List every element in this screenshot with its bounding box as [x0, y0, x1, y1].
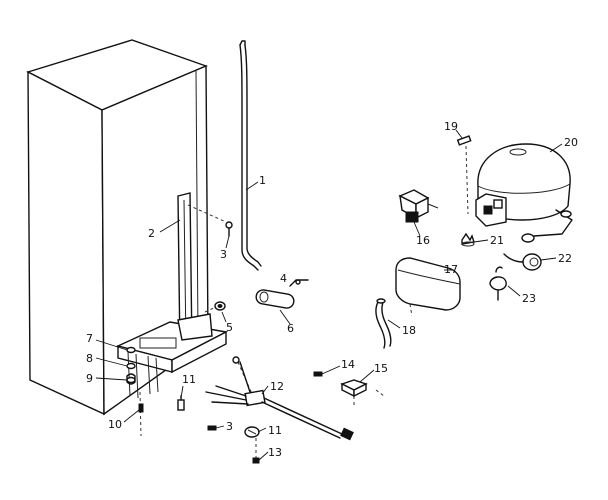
label-23: 23 — [522, 292, 536, 305]
leader-lines — [95, 129, 563, 461]
screw-bottom-part — [138, 403, 144, 413]
overload-relay-part — [398, 189, 439, 223]
thermostat-part — [503, 253, 542, 271]
label-6: 6 — [287, 322, 294, 335]
mount-grommet-part — [461, 232, 475, 247]
label-19: 19 — [444, 120, 458, 133]
screw-lower-part — [252, 438, 260, 464]
label-17: 17 — [444, 263, 458, 276]
label-4: 4 — [280, 272, 287, 285]
screw-small-part — [313, 371, 323, 377]
clip-right-part — [244, 426, 260, 438]
label-3-lower: 3 — [226, 420, 233, 433]
valve-part — [489, 266, 507, 301]
label-10: 10 — [108, 418, 122, 431]
label-11-right: 11 — [268, 424, 282, 437]
bracket-clip-part — [456, 135, 472, 215]
screw-bottom-guide — [139, 391, 142, 437]
label-9: 9 — [86, 372, 93, 385]
label-8: 8 — [86, 352, 93, 365]
clip-left-part — [177, 395, 185, 411]
label-22: 22 — [558, 252, 572, 265]
label-12: 12 — [270, 380, 284, 393]
screw-lower-b-part — [207, 425, 217, 431]
label-2: 2 — [148, 227, 155, 240]
label-14: 14 — [341, 358, 355, 371]
label-7: 7 — [86, 332, 93, 345]
drain-cap-part — [255, 289, 295, 309]
label-20: 20 — [564, 136, 578, 149]
drain-hose-part — [375, 298, 392, 349]
label-11-left: 11 — [182, 373, 196, 386]
label-3-upper: 3 — [220, 248, 227, 261]
base-plate-part — [115, 313, 229, 399]
label-16: 16 — [416, 234, 430, 247]
clip-part — [289, 279, 309, 287]
washer-stack — [126, 346, 136, 385]
relay-box-part — [340, 379, 385, 406]
label-18: 18 — [402, 324, 416, 337]
label-5: 5 — [226, 321, 233, 334]
grommet-part — [204, 301, 226, 313]
label-1: 1 — [259, 174, 266, 187]
label-21: 21 — [490, 234, 504, 247]
label-13: 13 — [268, 446, 282, 459]
drain-tube-part — [239, 40, 262, 271]
relay-harness-part — [205, 356, 354, 441]
screw-upper-part — [187, 204, 233, 237]
part-labels: 1 2 3 4 5 6 7 8 9 10 11 12 3 11 13 14 15… — [86, 120, 578, 459]
drain-pan-part — [395, 257, 461, 317]
compressor-part — [475, 143, 573, 243]
label-15: 15 — [374, 362, 388, 375]
